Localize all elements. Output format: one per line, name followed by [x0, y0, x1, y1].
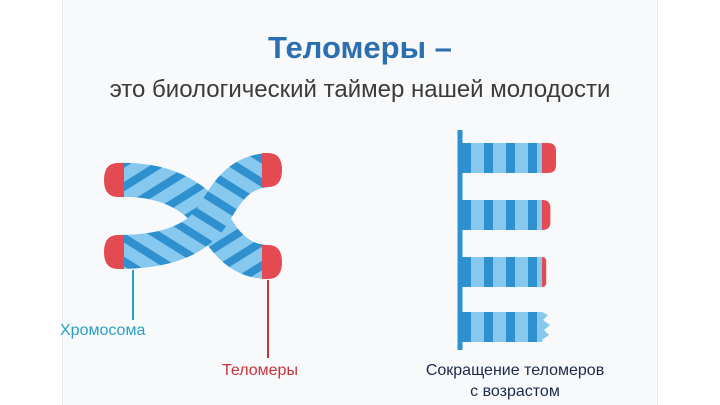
chromosome-x	[104, 153, 282, 279]
strand-body	[462, 257, 542, 287]
strand-body	[462, 200, 542, 230]
strand-body	[462, 143, 542, 173]
telomere-cap-top-right	[262, 153, 282, 187]
telomere-cap	[542, 257, 547, 287]
shortening-caption-line-1: Сокращение теломеров	[425, 362, 605, 379]
strand-body	[462, 312, 542, 342]
page-subtitle: это биологический таймер нашей молодости	[109, 76, 611, 103]
telomere-strands	[462, 143, 556, 342]
shortening-caption: Сокращение теломеров с возрастом	[370, 360, 660, 402]
telomere-cap-bottom-right	[262, 245, 282, 279]
shortening-caption-line-2: с возрастом	[470, 383, 560, 400]
telomere-cap-bottom-left	[104, 235, 124, 269]
page-title: Теломеры –	[268, 30, 452, 65]
chromosome-label: Хромосома	[60, 322, 146, 339]
telomeres-label: Теломеры	[222, 362, 298, 379]
shortening-diagram	[457, 130, 556, 350]
telomere-cap-top-left	[104, 163, 124, 197]
telomere-cap	[542, 143, 556, 173]
telomere-strand-4	[462, 312, 550, 342]
telomere-cap	[542, 200, 551, 230]
frayed-end	[542, 312, 550, 342]
telomere-strand-2	[462, 200, 551, 230]
telomere-strand-1	[462, 143, 556, 173]
chromatid-arm-b	[117, 153, 271, 269]
telomere-strand-3	[462, 257, 547, 287]
